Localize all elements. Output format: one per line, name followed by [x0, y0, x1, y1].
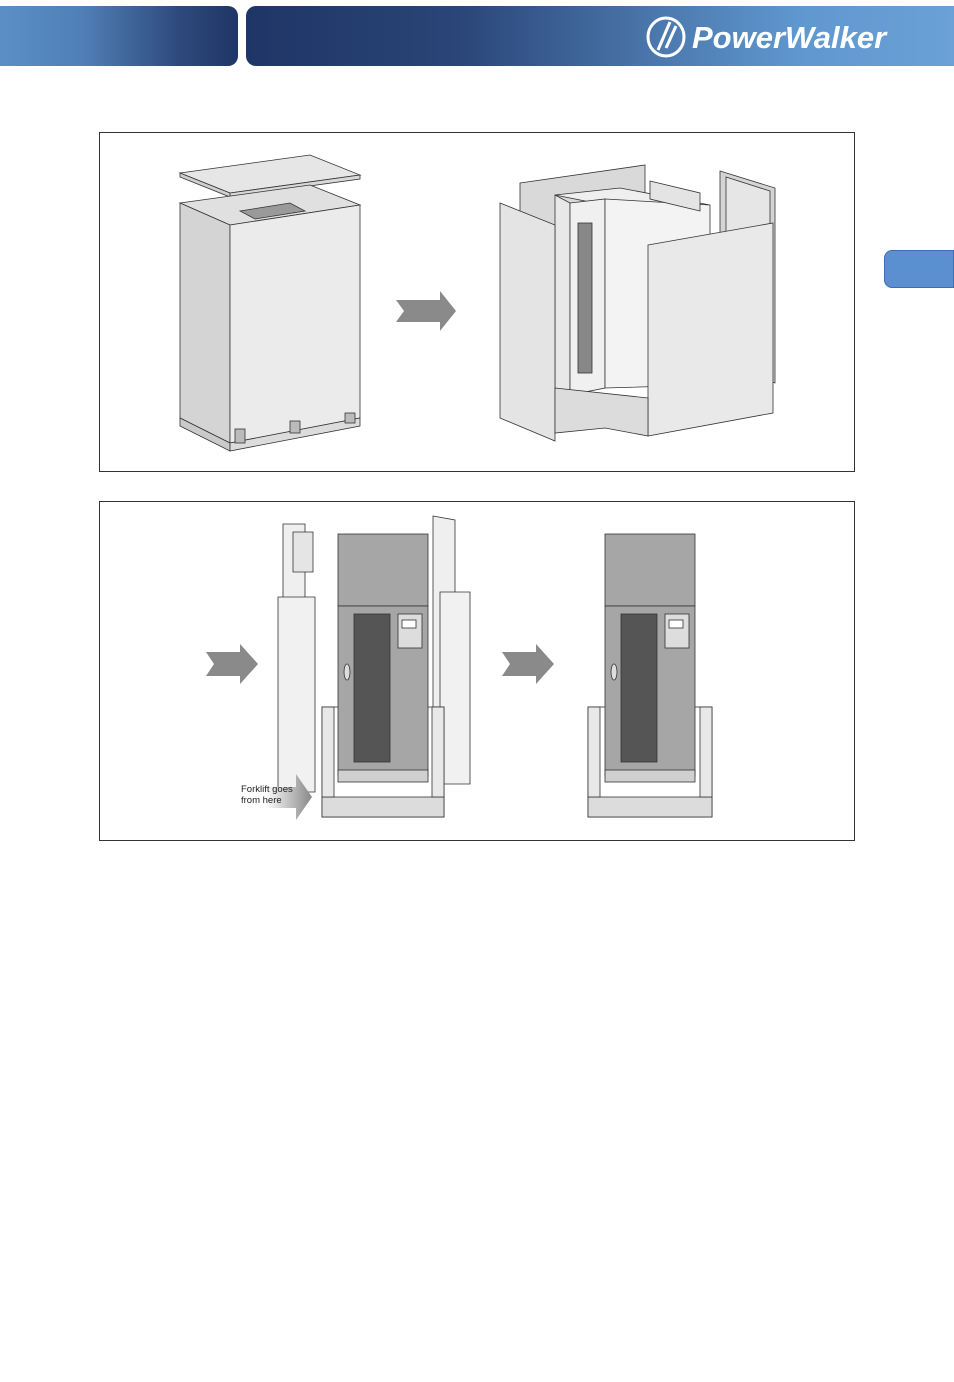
forklift-label: Forklift goes from here	[241, 784, 293, 806]
forklift-label-line1: Forklift goes	[241, 784, 293, 795]
ups-cabinet-packed-icon	[180, 155, 360, 451]
ups-on-pallet-with-supports-icon	[278, 516, 470, 817]
powerwalker-logo: PowerWalker	[644, 14, 944, 60]
arrow-right-icon	[502, 644, 554, 684]
unpacking-figure-1	[99, 132, 855, 472]
ups-on-pallet-icon	[588, 534, 712, 817]
unpacking-figure-2: Forklift goes from here	[99, 501, 855, 841]
section-tab[interactable]	[884, 250, 954, 288]
arrow-right-icon	[396, 291, 456, 331]
ups-cabinet-unpacked-panels-icon	[500, 165, 775, 441]
brand-text: PowerWalker	[692, 20, 888, 55]
arrow-right-icon	[206, 644, 258, 684]
forklift-label-line2: from here	[241, 795, 293, 806]
header-bar-left	[0, 6, 238, 66]
